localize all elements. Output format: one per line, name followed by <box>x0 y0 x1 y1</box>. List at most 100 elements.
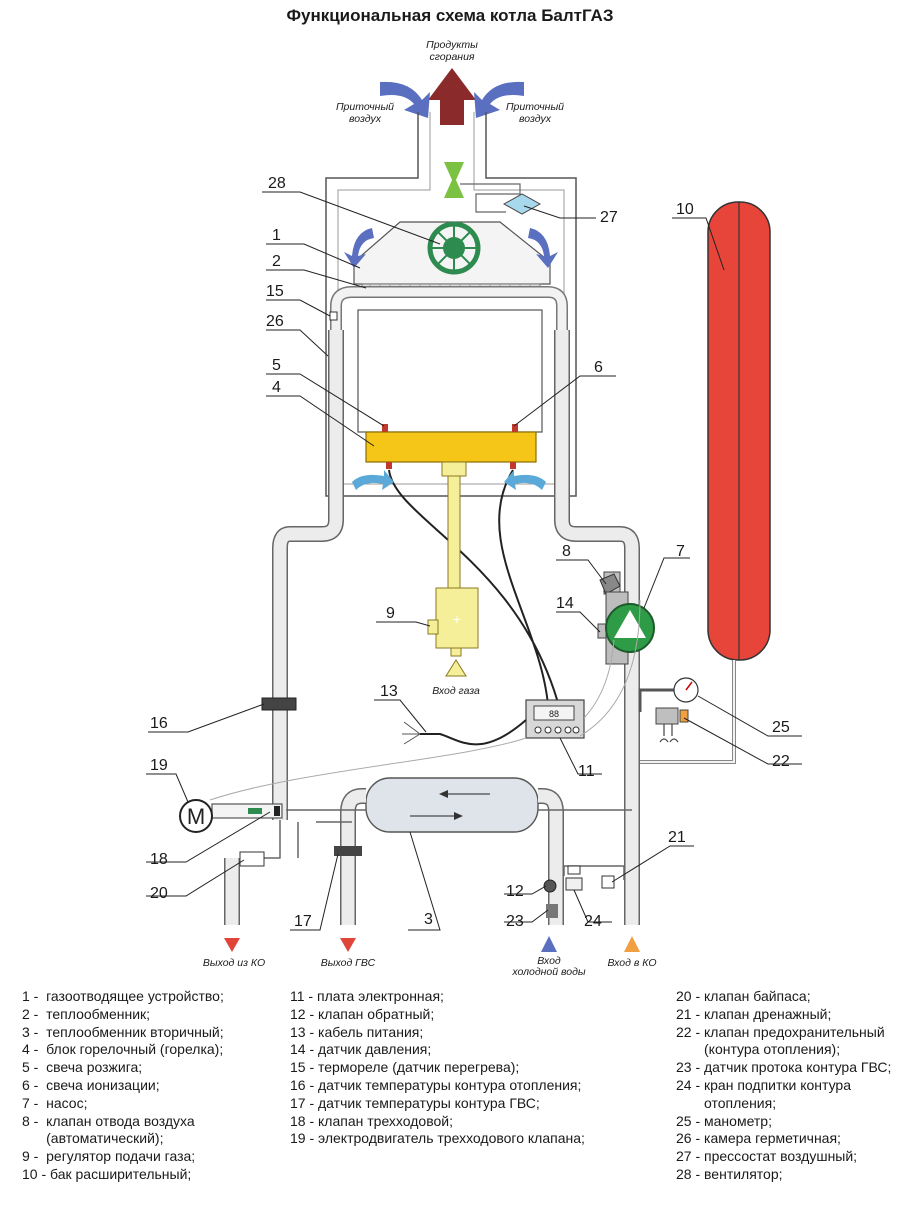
control-display-readout: 88 <box>549 709 559 719</box>
air-right-caption-1: Приточный <box>506 101 564 113</box>
control-button-2 <box>544 726 552 734</box>
ignition-electrode <box>382 424 388 432</box>
legend-text: плата электронная; <box>316 988 444 1004</box>
callout-21: 21 <box>668 829 686 846</box>
expansion-tank-pipe-in <box>640 660 735 763</box>
cold-in-caption-1: Вход <box>537 955 561 967</box>
callout-26: 26 <box>266 313 284 330</box>
legend-number: 27 - <box>676 1148 705 1165</box>
legend-item: 1 - газоотводящее устройство; <box>22 988 284 1006</box>
gas-inlet-arrow <box>445 659 467 677</box>
manometer-pipe <box>638 688 676 712</box>
overheat-thermostat <box>329 311 338 321</box>
control-button-4 <box>564 726 572 734</box>
gas-inlet-caption: Вход газа <box>432 685 480 697</box>
legend-item: 22 - клапан предохранительный (контура о… <box>676 1024 898 1060</box>
air-arrow-right-inner <box>528 228 558 268</box>
legend-text: клапан дренажный; <box>704 1005 832 1022</box>
motor-label: M <box>187 804 205 829</box>
legend-number: 9 - <box>22 1148 47 1165</box>
combustion-chamber <box>357 309 543 433</box>
air-swirl-left <box>352 470 394 490</box>
air-left-caption-1: Приточный <box>336 101 394 113</box>
legend-text: вентилятор; <box>704 1165 783 1182</box>
legend-item: 3 - теплообменник вторичный; <box>22 1024 284 1042</box>
heating-pipes <box>272 330 640 925</box>
callout-13: 13 <box>380 683 398 700</box>
legend-item: 15 - термореле (датчик перегрева); <box>290 1059 650 1077</box>
legend-item: 27 - прессостат воздушный; <box>676 1148 898 1166</box>
air-left-caption-2: воздух <box>349 113 382 125</box>
three-way-valve-indicator <box>248 808 262 814</box>
legend-item: 19 - электродвигатель трехходового клапа… <box>290 1130 650 1148</box>
legend-number: 15 - <box>290 1059 319 1076</box>
air-vent-cap <box>599 573 621 595</box>
arrow-gvs-out <box>340 938 356 952</box>
legend-text: кабель питания; <box>318 1023 424 1040</box>
legend-number: 19 - <box>290 1130 319 1147</box>
callout-12: 12 <box>506 883 524 900</box>
three-way-valve-motor <box>179 799 213 833</box>
legend-text: клапан трехходовой; <box>318 1112 453 1129</box>
callout-10: 10 <box>676 201 694 218</box>
legend-text: свеча ионизации; <box>46 1076 160 1093</box>
legend-text: клапан предохранительный (контура отопле… <box>704 1023 885 1058</box>
fill-tap-handle <box>567 865 581 875</box>
callout-24: 24 <box>584 913 602 930</box>
gas-pipe <box>447 475 461 589</box>
legend-number: 3 - <box>22 1023 47 1040</box>
legend-number: 4 - <box>22 1041 47 1058</box>
fill-tap <box>565 877 583 891</box>
air-right-caption-2: воздух <box>519 113 552 125</box>
three-way-valve-seat <box>274 806 280 816</box>
three-way-valve <box>211 803 283 819</box>
legend-item: 5 - свеча розжига; <box>22 1059 284 1077</box>
arrow-ko-in <box>624 936 640 952</box>
legend-text: теплообменник; <box>46 1005 151 1022</box>
control-button-5 <box>572 726 580 734</box>
safety-valve <box>655 707 679 725</box>
legend-item: 20 - клапан байпаса; <box>676 988 898 1006</box>
legend-item: 21 - клапан дренажный; <box>676 1006 898 1024</box>
legend-number: 6 - <box>22 1076 47 1093</box>
ionization-electrode-bottom <box>510 462 516 469</box>
legend-text: датчик температуры контура ГВС; <box>318 1094 540 1111</box>
callout-leaders <box>146 191 802 931</box>
pressure-switch-tubes <box>460 183 521 213</box>
heat-exchanger-pipe-fill <box>331 287 567 330</box>
callout-19: 19 <box>150 757 168 774</box>
legend-item: 12 - клапан обратный; <box>290 1006 650 1024</box>
legend-item: 13 - кабель питания; <box>290 1024 650 1042</box>
legend-number: 7 - <box>22 1094 47 1111</box>
air-intake-arrow-right <box>474 81 524 118</box>
electrode-cables <box>388 469 561 711</box>
legend-item: 17 - датчик температуры контура ГВС; <box>290 1095 650 1113</box>
legend-text: клапан байпаса; <box>704 988 811 1004</box>
diagram-title: Функциональная схема котла БалтГАЗ <box>286 6 614 25</box>
callout-28: 28 <box>268 175 286 192</box>
legend-number: 25 - <box>676 1112 705 1129</box>
legend-item: 18 - клапан трехходовой; <box>290 1113 650 1131</box>
legend-text: датчик температуры контура отопления; <box>318 1076 582 1093</box>
callout-25: 25 <box>772 719 790 736</box>
air-intake-arrow-left <box>380 81 430 118</box>
callout-7: 7 <box>676 543 685 560</box>
legend-item: 14 - датчик давления; <box>290 1041 650 1059</box>
legend-text: блок горелочный (горелка); <box>46 1041 224 1058</box>
legend-number: 17 - <box>290 1094 319 1111</box>
drain-valve <box>601 875 615 889</box>
legend-text: прессостат воздушный; <box>704 1148 858 1165</box>
legend-number: 22 - <box>676 1023 705 1040</box>
lower-pipes <box>224 788 632 925</box>
control-button-1 <box>534 726 542 734</box>
callout-17: 17 <box>294 913 312 930</box>
callout-4: 4 <box>272 379 281 396</box>
legend-item: 2 - теплообменник; <box>22 1006 284 1024</box>
legend-text: датчик протока контура ГВС; <box>704 1059 892 1076</box>
legend-item: 11 - плата электронная; <box>290 988 650 1006</box>
legend-text: теплообменник вторичный; <box>46 1023 224 1040</box>
callout-11: 11 <box>578 763 595 780</box>
legend-item: 6 - свеча ионизации; <box>22 1077 284 1095</box>
sensor-wires <box>209 599 641 801</box>
control-display <box>533 705 575 721</box>
